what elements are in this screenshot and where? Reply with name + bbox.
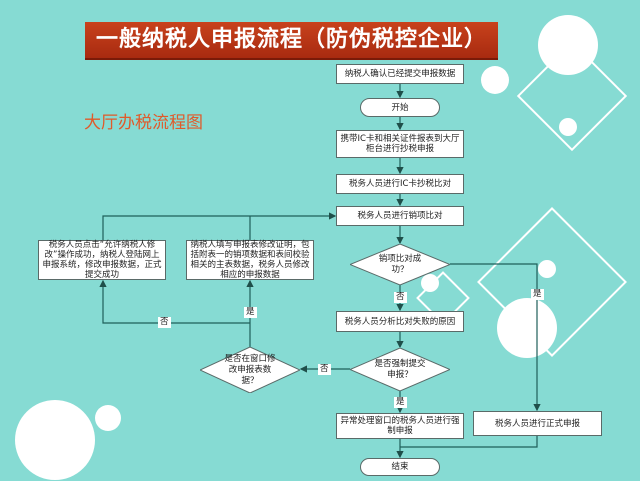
decision-sales-ok-text: 销项比对成功？ bbox=[378, 253, 422, 275]
label-yes: 是 bbox=[244, 307, 257, 318]
label-yes: 是 bbox=[394, 397, 407, 408]
subtitle: 大厅办税流程图 bbox=[84, 113, 203, 133]
label-no: 否 bbox=[158, 317, 171, 328]
node-force-declare: 异常处理窗口的税务人员进行强制申报 bbox=[336, 413, 464, 439]
decision-sales-ok: 销项比对成功？ bbox=[350, 244, 450, 285]
label-yes: 是 bbox=[531, 289, 544, 300]
label-no: 否 bbox=[394, 292, 407, 303]
decision-window-modify: 是否在窗口修改申报表数据？ bbox=[200, 347, 300, 393]
decision-force-submit-text: 是否强制提交申报？ bbox=[374, 358, 426, 380]
node-ic-compare: 税务人员进行IC卡抄税比对 bbox=[336, 174, 464, 194]
decision-window-modify-text: 是否在窗口修改申报表数据？ bbox=[224, 353, 276, 386]
node-start: 开始 bbox=[360, 98, 440, 117]
node-sales-compare: 税务人员进行销项比对 bbox=[336, 206, 464, 226]
node-formal-declare: 税务人员进行正式申报 bbox=[473, 411, 602, 436]
label-no: 否 bbox=[318, 364, 331, 375]
node-confirm: 纳税人确认已经提交申报数据 bbox=[336, 64, 464, 84]
decision-force-submit: 是否强制提交申报？ bbox=[350, 348, 450, 391]
page-title: 一般纳税人申报流程（防伪税控企业） bbox=[85, 22, 498, 60]
node-end: 结束 bbox=[360, 458, 440, 476]
node-fill-proof: 纳税人填写申报表修改证明，包括附表一的销项数据和表间校验相关的主表数据，税务人员… bbox=[186, 240, 314, 280]
node-bring-card: 携带IC卡和相关证件报表到大厅柜台进行抄税申报 bbox=[336, 130, 464, 158]
node-online-modify: 税务人员点击“允许纳税人修改”操作成功，纳税人登陆网上申报系统，修改申报数据，正… bbox=[38, 240, 166, 280]
node-analyze: 税务人员分析比对失败的原因 bbox=[336, 311, 464, 332]
